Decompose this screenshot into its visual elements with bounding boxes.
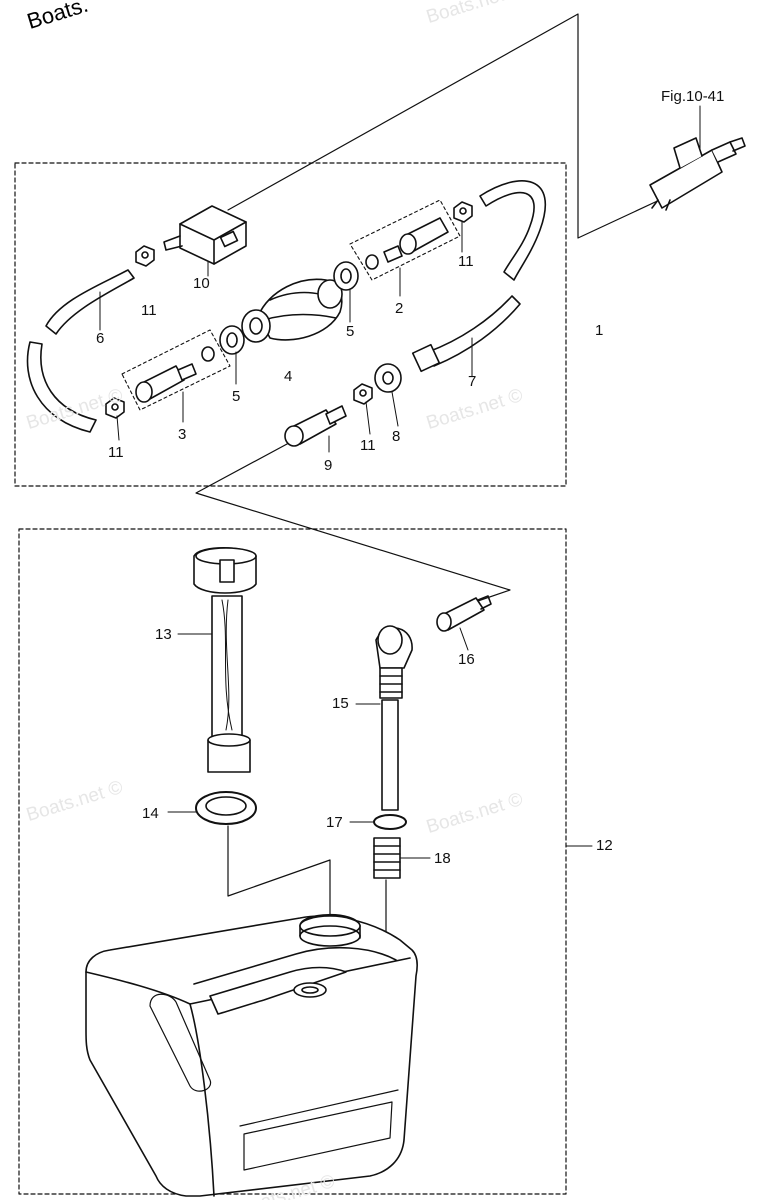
nut-11-bottom-left-drawing <box>105 397 125 419</box>
callout-4: 4 <box>284 368 293 385</box>
leader-line-9-to-16 <box>195 436 511 603</box>
callout-9: 9 <box>324 457 333 474</box>
callout-leaders <box>99 105 701 859</box>
tank-assembly-box <box>18 528 567 1195</box>
callout-17: 17 <box>326 814 343 831</box>
hose-top-right-drawing <box>479 180 546 281</box>
connector-9-drawing <box>284 405 347 447</box>
dashed-bracket-3 <box>121 329 231 411</box>
callout-15: 15 <box>332 695 349 712</box>
dashed-bracket-2 <box>349 199 461 281</box>
connector-3-drawing <box>135 346 215 403</box>
oring-17-drawing <box>373 814 407 830</box>
callout-1: 1 <box>595 322 604 339</box>
part-10-drawing <box>163 205 247 265</box>
fuel-tank-drawing <box>85 913 418 1197</box>
callout-5-left: 5 <box>232 388 241 405</box>
leader-line-14-to-tank <box>227 825 331 926</box>
nut-11-bottom-mid-drawing <box>353 383 373 405</box>
callout-13: 13 <box>155 626 172 643</box>
connector-2-drawing <box>365 217 449 270</box>
callout-18: 18 <box>434 850 451 867</box>
filter-18-drawing <box>373 837 401 879</box>
gauge-13-drawing <box>193 547 257 773</box>
elbow-15-drawing <box>375 625 413 811</box>
primer-bulb-drawing <box>241 278 343 343</box>
nut-11-top-right-drawing <box>453 201 473 223</box>
callout-12: 12 <box>596 837 613 854</box>
hose-6-drawing <box>45 269 135 335</box>
callout-5-right: 5 <box>346 323 355 340</box>
grommet-5-right-drawing <box>333 261 359 291</box>
connector-16-drawing <box>436 595 492 632</box>
callout-11-d: 11 <box>360 437 376 454</box>
engine-connector-drawing <box>649 137 746 211</box>
callout-7: 7 <box>468 373 477 390</box>
callout-6: 6 <box>96 330 105 347</box>
callout-10: 10 <box>193 275 210 292</box>
callout-2: 2 <box>395 300 404 317</box>
nut-11-top-left-drawing <box>135 245 155 267</box>
callout-11-a: 11 <box>141 302 157 319</box>
callout-11-b: 11 <box>458 253 474 270</box>
hose-6b-drawing <box>26 341 97 433</box>
callout-3: 3 <box>178 426 187 443</box>
figure-reference-label: Fig.10-41 <box>661 88 725 105</box>
grommet-5-left-drawing <box>219 325 245 355</box>
hose-assembly-box <box>14 162 567 487</box>
callout-14: 14 <box>142 805 159 822</box>
callout-16: 16 <box>458 651 475 668</box>
oring-14-drawing <box>195 791 257 825</box>
callout-8: 8 <box>392 428 401 445</box>
hose-7-drawing <box>427 295 521 367</box>
leader-line-to-fig <box>227 13 667 239</box>
callout-11-c: 11 <box>108 444 124 461</box>
grommet-8-drawing <box>374 363 402 393</box>
